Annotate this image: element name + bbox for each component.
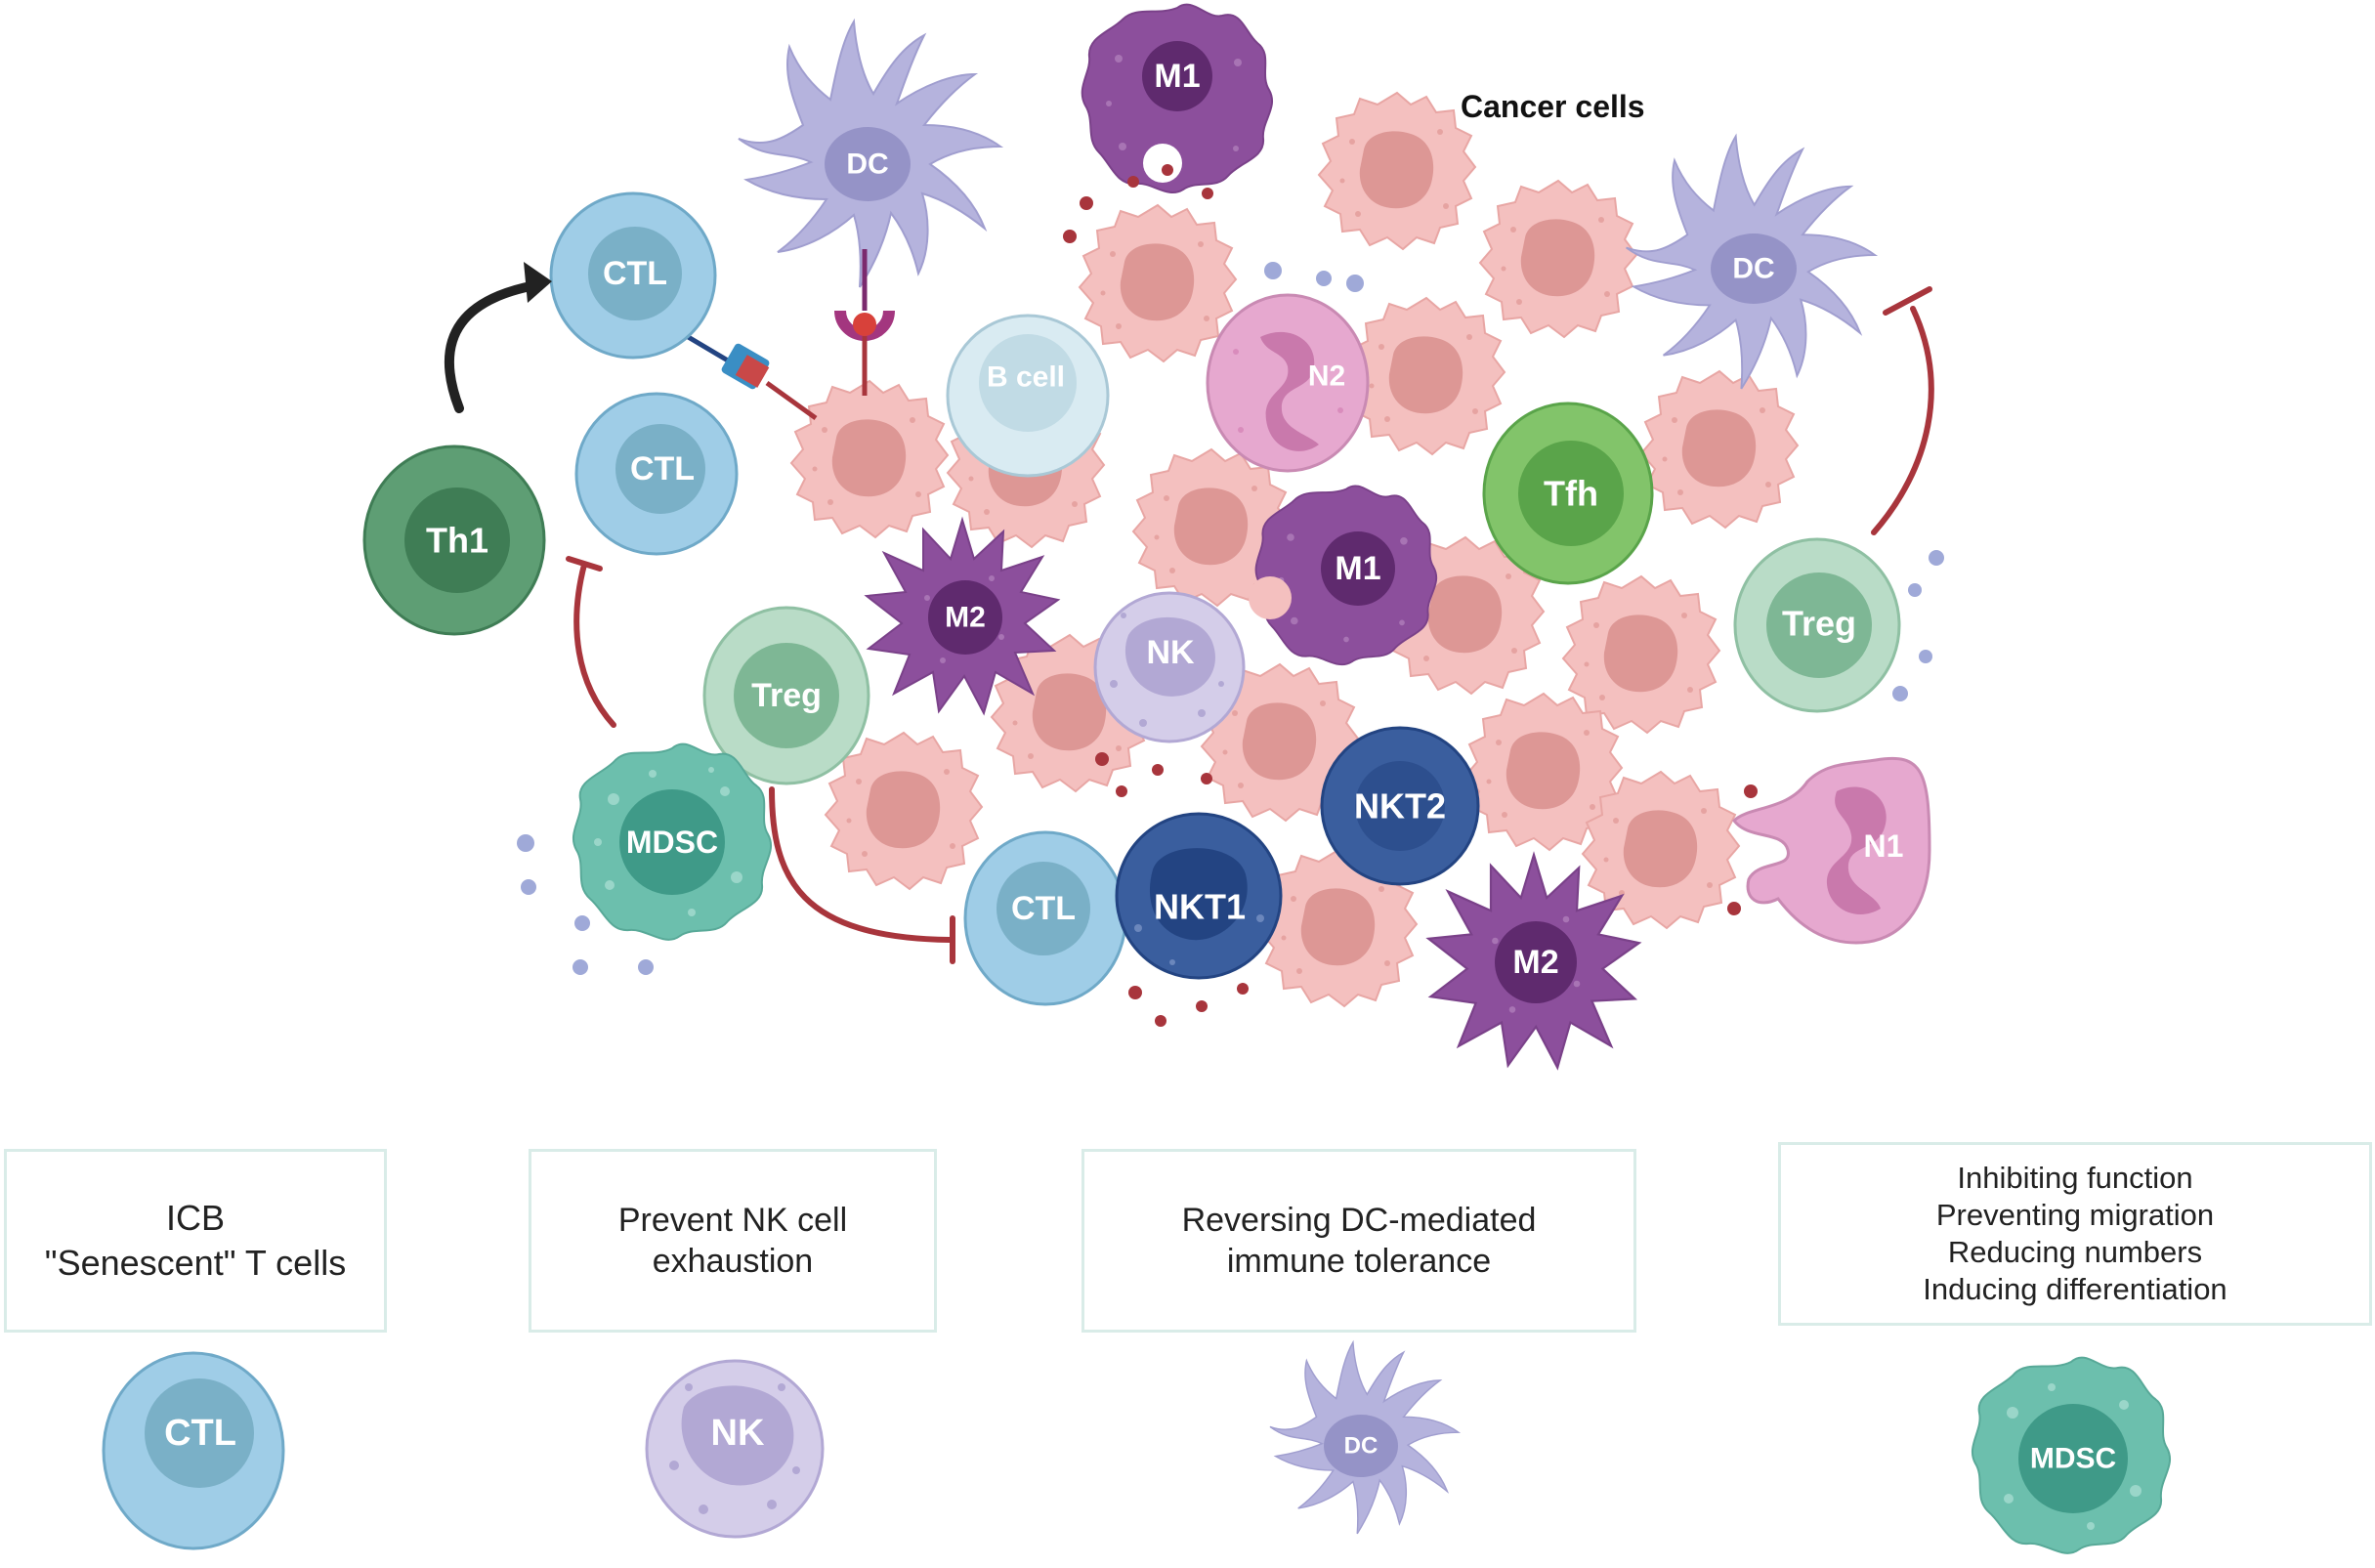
strategy-box-nk: Prevent NK cell exhaustion — [529, 1149, 937, 1333]
n2-neutrophil: N2 — [1206, 293, 1370, 473]
dendritic-cell-top: DC — [738, 21, 1001, 288]
strategy-dc-line-1: Reversing DC-mediated — [1181, 1202, 1537, 1239]
nk-cell: NK — [1093, 591, 1246, 743]
svg-text:DC: DC — [1732, 253, 1774, 285]
strategy-mdsc-line-1: Inhibiting function — [1957, 1161, 2193, 1195]
m1-macrophage-top: M1 — [1081, 3, 1274, 194]
b-cell: B cell — [946, 314, 1110, 478]
activation-arrow — [445, 262, 552, 413]
inhibition-lines — [566, 286, 1934, 964]
svg-text:Treg: Treg — [1782, 604, 1856, 644]
treg-cell-right: Treg — [1733, 537, 1901, 713]
treg-cell-left: Treg — [702, 606, 870, 785]
svg-text:NK: NK — [1146, 634, 1195, 671]
svg-text:N2: N2 — [1308, 360, 1345, 393]
svg-text:M2: M2 — [945, 602, 986, 634]
strategy-nk-line-1: Prevent NK cell — [617, 1202, 848, 1239]
strategy-mdsc-line-3: Reducing numbers — [1947, 1235, 2203, 1269]
strategy-ctl-line-1: ICB — [165, 1198, 225, 1238]
strategy-box-ctl: ICB "Senescent" T cells — [4, 1149, 387, 1333]
svg-text:NKT1: NKT1 — [1154, 887, 1246, 927]
m1-macrophage-mid: M1 — [1249, 485, 1438, 666]
svg-text:Treg: Treg — [751, 677, 822, 714]
nkt1-cell: NKT1 — [1115, 812, 1283, 980]
svg-text:Tfh: Tfh — [1544, 474, 1598, 514]
svg-text:CTL: CTL — [630, 450, 695, 487]
cytokine-dots-blue — [517, 262, 1944, 975]
svg-text:CTL: CTL — [1011, 890, 1076, 927]
svg-text:M1: M1 — [1154, 58, 1200, 95]
cancer-cells-label: Cancer cells — [1461, 89, 1645, 124]
strategy-dc-line-2: immune tolerance — [1226, 1243, 1492, 1280]
svg-text:Th1: Th1 — [426, 521, 488, 561]
svg-text:DC: DC — [846, 148, 888, 181]
ctl-cell-top: CTL — [549, 191, 717, 360]
dendritic-cell-right: DC — [1625, 135, 1877, 390]
m2-macrophage-left: M2 — [866, 519, 1059, 714]
strategy-nk-line-2: exhaustion — [652, 1243, 814, 1280]
strategy-ctl-line-2: "Senescent" T cells — [44, 1243, 347, 1283]
strategy-box-mdsc: Inhibiting function Preventing migration… — [1778, 1142, 2372, 1326]
nkt2-cell: NKT2 — [1320, 726, 1480, 886]
svg-text:NKT2: NKT2 — [1354, 786, 1446, 826]
strategy-mdsc-line-2: Preventing migration — [1935, 1198, 2215, 1232]
svg-text:MDSC: MDSC — [626, 825, 718, 860]
svg-text:M1: M1 — [1335, 550, 1380, 587]
th1-cell: Th1 — [362, 445, 546, 636]
svg-text:B cell: B cell — [987, 361, 1065, 394]
ctl-cell-mid: CTL — [574, 392, 739, 556]
svg-text:CTL: CTL — [603, 255, 667, 292]
mdsc-cell: MDSC — [572, 742, 773, 941]
mhc-tcr-synapse-dc — [834, 249, 895, 396]
strategy-box-dc: Reversing DC-mediated immune tolerance — [1081, 1149, 1636, 1333]
svg-text:M2: M2 — [1512, 944, 1558, 981]
m2-macrophage-bottom: M2 — [1427, 853, 1640, 1069]
strategy-mdsc-line-4: Inducing differentiation — [1923, 1272, 2227, 1306]
cytokine-dots-red — [1063, 164, 1773, 1027]
tfh-cell: Tfh — [1482, 402, 1654, 585]
svg-text:N1: N1 — [1864, 828, 1904, 864]
n1-neutrophil: N1 — [1732, 756, 1931, 945]
ctl-cell-bottom: CTL — [963, 830, 1127, 1006]
